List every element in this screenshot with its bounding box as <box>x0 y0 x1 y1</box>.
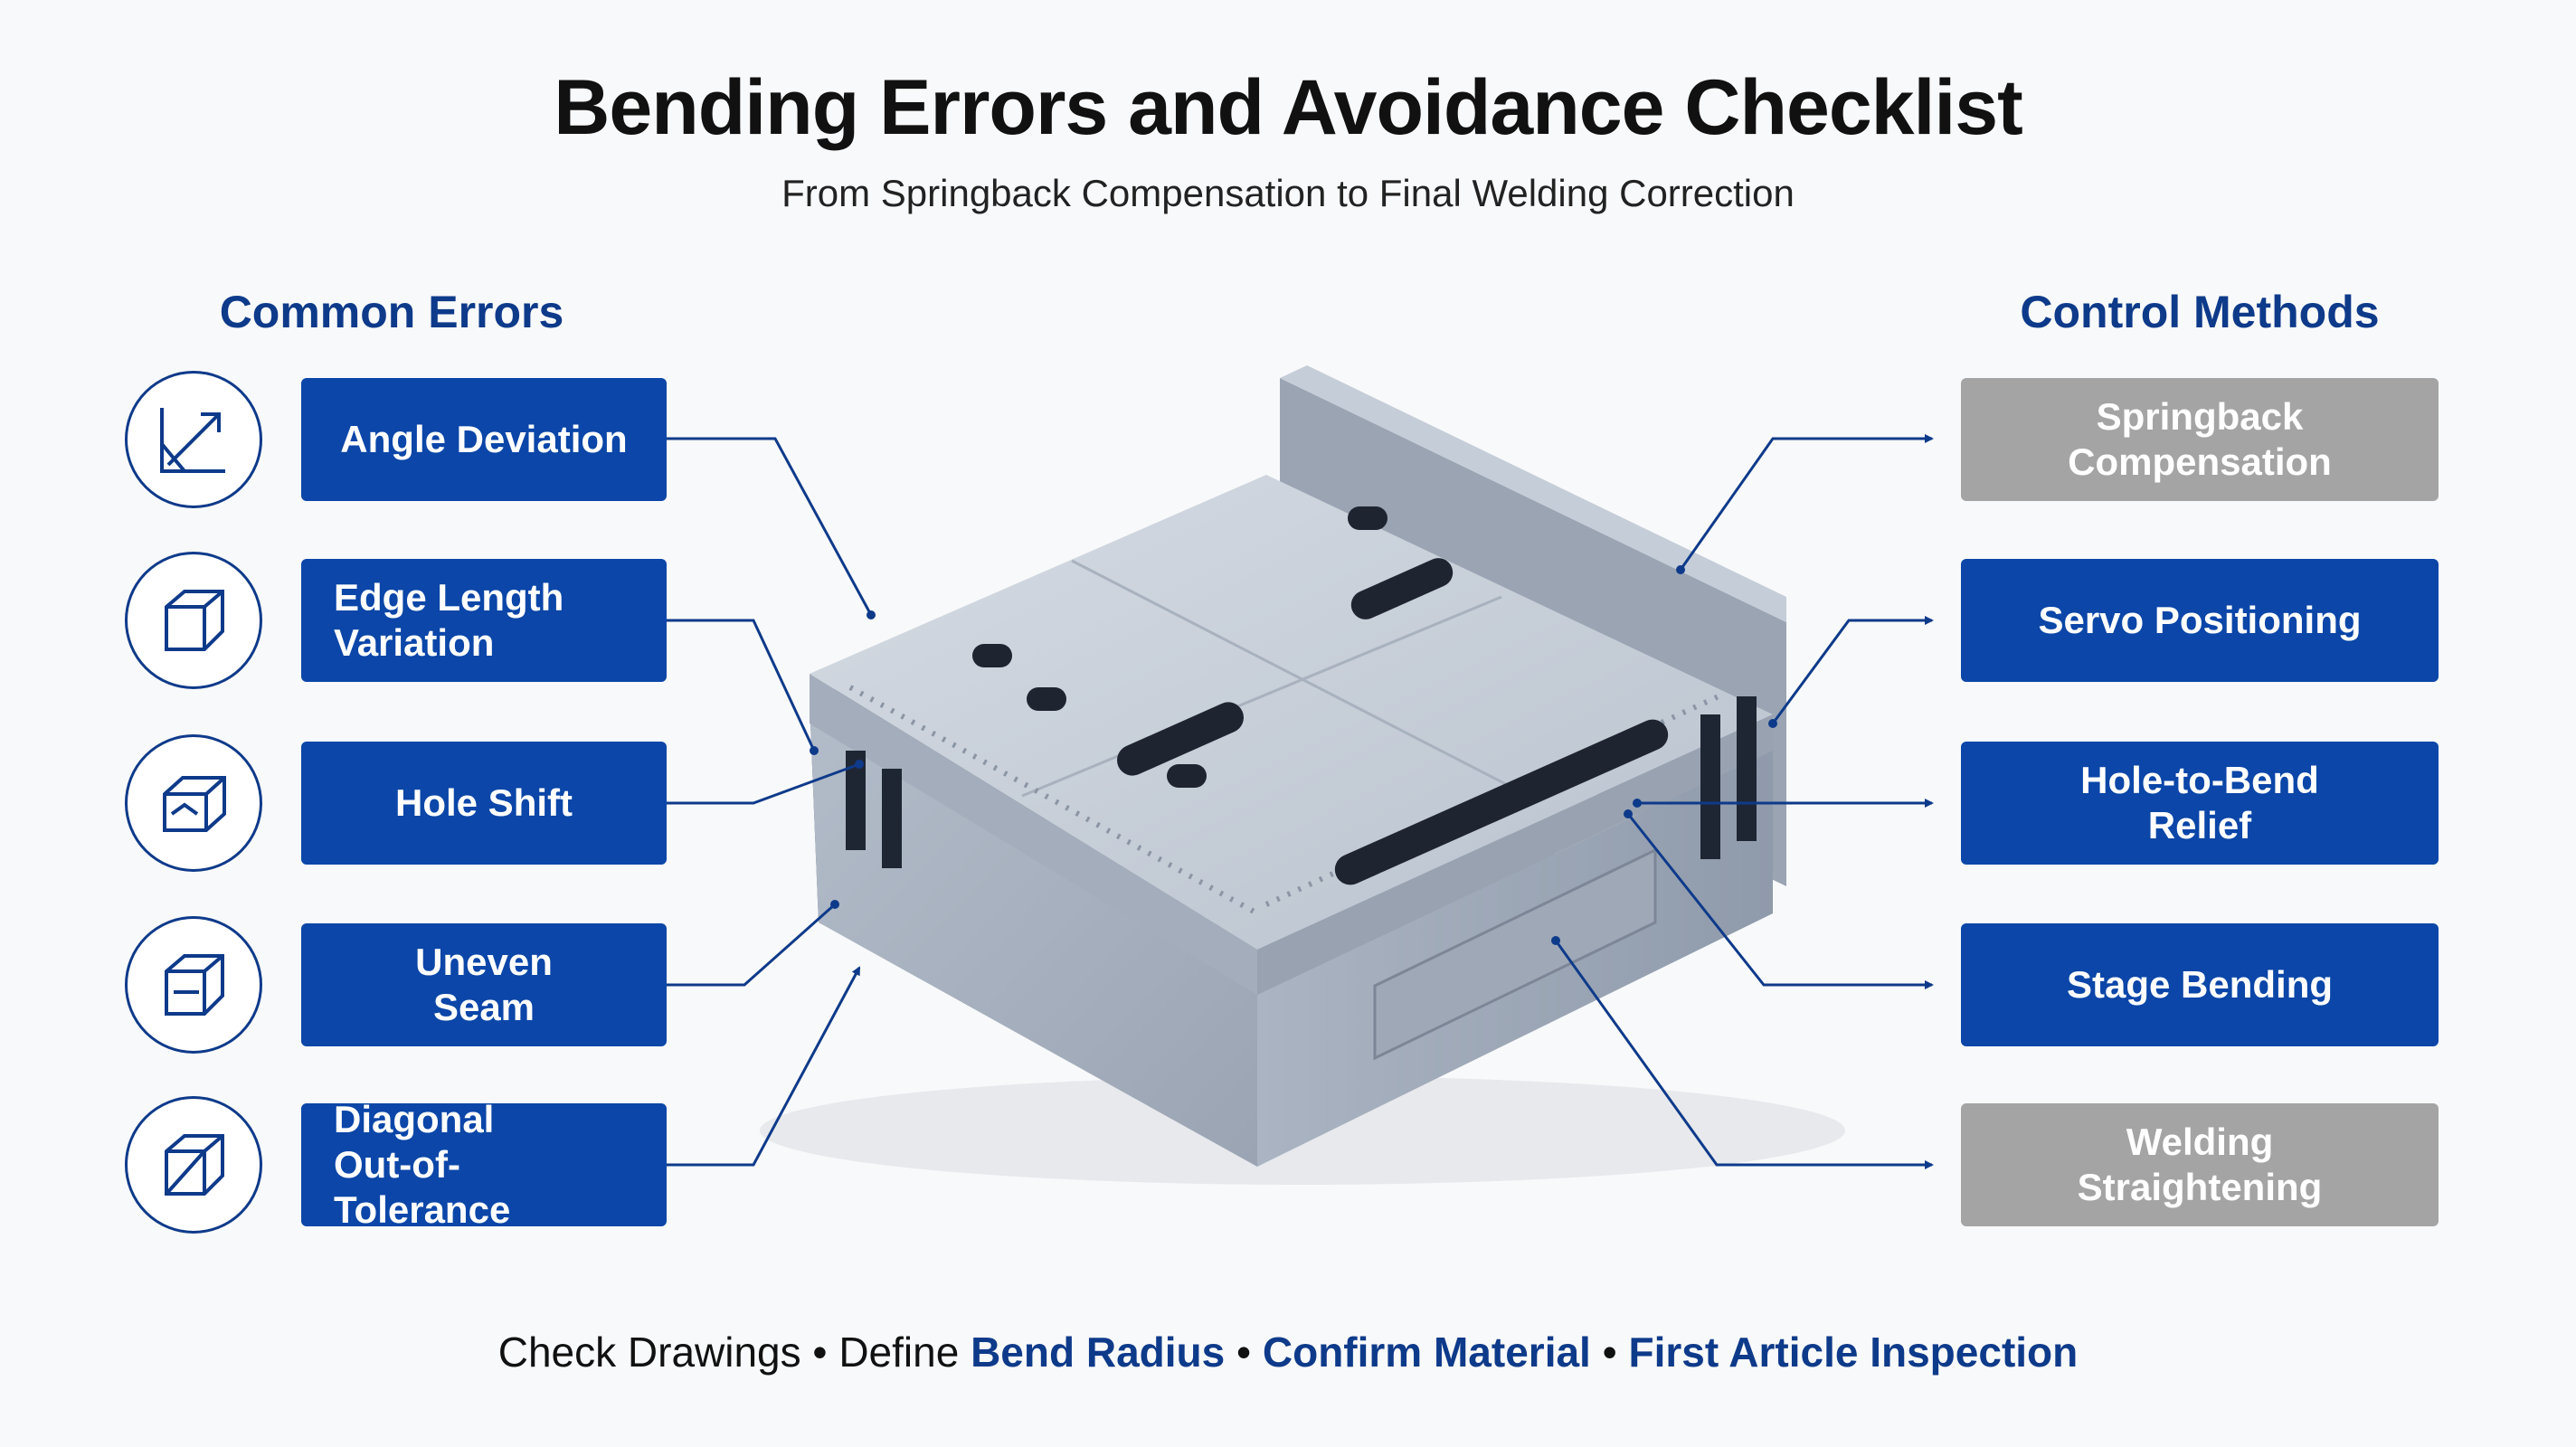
footer-separator: • <box>1602 1329 1617 1376</box>
error-diagonal-out-of-tolerance: Diagonal Out-of-Tolerance <box>301 1098 667 1231</box>
method-label: Servo Positioning <box>2038 599 2362 641</box>
method-servo-positioning: Servo Positioning <box>1961 559 2439 682</box>
cube-icon <box>125 552 262 689</box>
box-shift-icon <box>125 734 262 872</box>
angle-arrow-icon <box>125 371 262 508</box>
page-subtitle: From Springback Compensation to Final We… <box>781 172 1795 214</box>
method-hole-to-bend-relief: Hole-to-Bend Relief <box>1961 742 2439 865</box>
method-springback-compensation: Springback Compensation <box>1961 378 2439 501</box>
footer-item-first-article-inspection: First Article Inspection <box>1628 1329 2079 1376</box>
error-edge-length-variation: Edge Length Variation <box>301 559 667 682</box>
footer-checklist: Check Drawings • Define Bend Radius • Co… <box>0 1328 2576 1376</box>
footer-item-check-drawings: Check Drawings <box>497 1329 801 1376</box>
page-title: Bending Errors and Avoidance Checklist <box>554 64 2022 151</box>
error-angle-deviation: Angle Deviation <box>301 378 667 501</box>
error-label: Uneven Seam <box>415 941 553 1028</box>
cube-diagonal-icon <box>125 1096 262 1234</box>
method-label: Hole-to-Bend Relief <box>2080 759 2319 846</box>
method-stage-bending: Stage Bending <box>1961 923 2439 1046</box>
error-label: Diagonal Out-of-Tolerance <box>334 1098 511 1231</box>
footer-item-bend-radius: Bend Radius <box>971 1329 1226 1376</box>
error-label: Hole Shift <box>395 781 573 824</box>
error-hole-shift: Hole Shift <box>301 742 667 865</box>
common-errors-heading: Common Errors <box>219 287 564 337</box>
control-methods-heading: Control Methods <box>2020 287 2380 337</box>
footer-separator: • <box>812 1329 828 1376</box>
footer-item-define: Define <box>838 1329 960 1376</box>
method-label: Welding Straightening <box>2077 1121 2323 1208</box>
error-label: Edge Length Variation <box>334 576 564 664</box>
footer-item-confirm-material: Confirm Material <box>1262 1329 1591 1376</box>
method-label: Springback Compensation <box>2068 395 2332 483</box>
cube-seam-icon <box>125 916 262 1054</box>
error-label: Angle Deviation <box>340 418 628 460</box>
method-welding-straightening: Welding Straightening <box>1961 1103 2439 1226</box>
error-uneven-seam: Uneven Seam <box>301 923 667 1046</box>
method-label: Stage Bending <box>2066 963 2334 1006</box>
footer-separator: • <box>1236 1329 1252 1376</box>
